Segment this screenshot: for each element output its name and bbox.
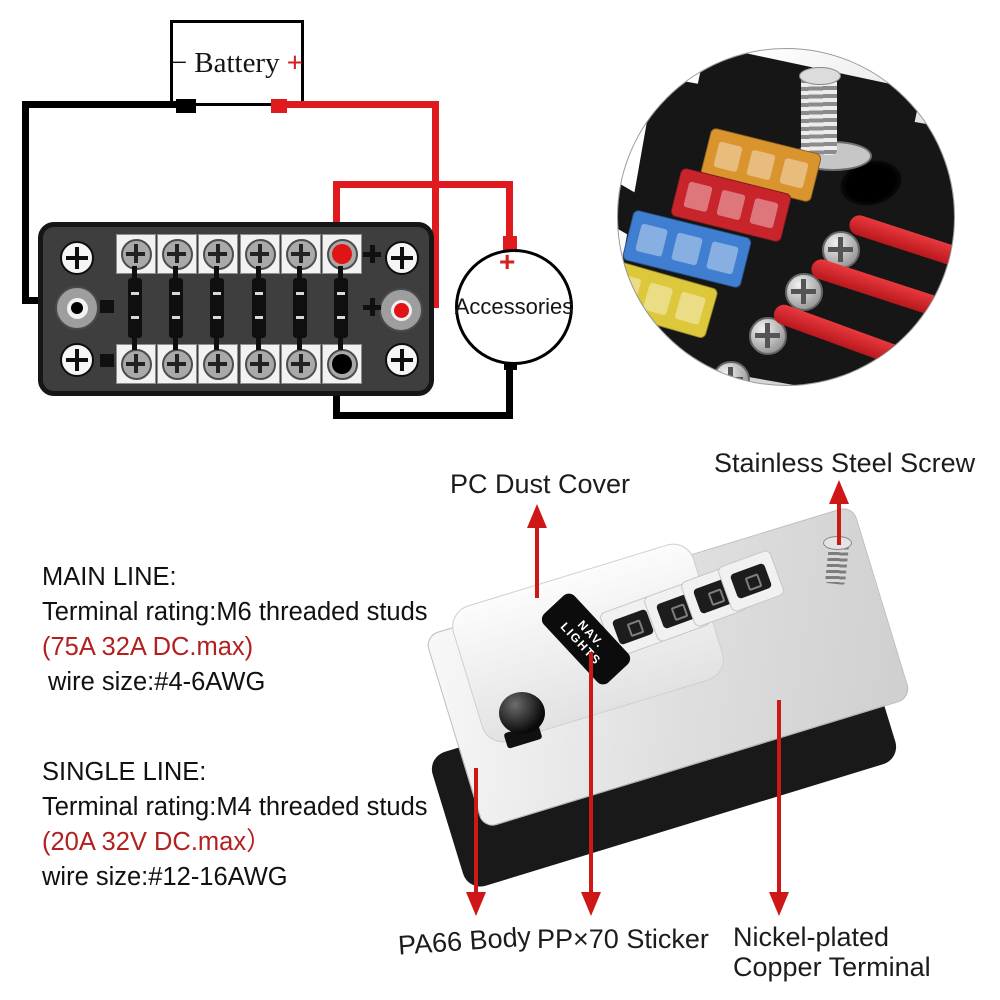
load-terminal	[281, 344, 321, 384]
mount-screw-icon	[60, 343, 94, 377]
arrow-pa66	[466, 892, 486, 916]
blade-fuse-icon	[169, 278, 183, 338]
terminal-key	[100, 354, 114, 367]
negative-wire-top	[22, 101, 190, 108]
blade-fuse-icon	[128, 278, 142, 338]
blade-fuse-icon	[293, 278, 307, 338]
positive-wire-to-accessories	[506, 181, 513, 238]
positive-wire-top	[280, 101, 439, 108]
return-wire-bottom	[333, 412, 513, 419]
return-wire-accessories	[506, 367, 513, 419]
fuse-blade	[338, 266, 343, 281]
battery-label: Battery	[194, 46, 280, 79]
positive-wire-branch	[333, 181, 513, 188]
fuse-blade	[132, 335, 137, 350]
mount-screw-icon	[385, 241, 419, 275]
blade-fuse-icon	[334, 278, 348, 338]
arrow-nickel-line	[777, 700, 781, 896]
label-nickel-terminal: Nickel-plated Copper Terminal	[733, 922, 931, 982]
arrow-pp70	[581, 892, 601, 916]
mount-screw-icon	[60, 241, 94, 275]
load-terminal	[157, 344, 197, 384]
label-pp70-sticker: PP×70 Sticker	[537, 924, 709, 954]
main-line-max: (75A 32A DC.max)	[42, 633, 254, 661]
main-line-rating: Terminal rating:M6 threaded studs	[42, 598, 428, 626]
blade-fuse-icon	[252, 278, 266, 338]
single-line-rating: Terminal rating:M4 threaded studs	[42, 793, 428, 821]
single-line-title: SINGLE LINE:	[42, 758, 207, 786]
fuse-blade	[173, 266, 178, 281]
label-stainless-steel-screw: Stainless Steel Screw	[714, 448, 976, 478]
main-positive-stud	[379, 288, 423, 332]
battery-plus-sign: +	[286, 46, 304, 79]
arrow-pp70-line	[589, 652, 593, 896]
blade-fuse-icon	[210, 278, 224, 338]
label-nickel-line2: Copper Terminal	[733, 952, 931, 982]
main-line-specs: MAIN LINE: Terminal rating:M6 threaded s…	[42, 560, 428, 700]
positive-wire-to-terminal	[333, 181, 340, 245]
fuse-blade	[297, 335, 302, 350]
main-line-wire-size: wire size:#4-6AWG	[48, 668, 266, 696]
terminal-screw-icon	[285, 238, 317, 270]
main-line-title: MAIN LINE:	[42, 563, 177, 591]
fuse-blade	[173, 335, 178, 350]
fuse-top	[729, 562, 773, 600]
arrow-nickel	[769, 892, 789, 916]
terminal-screw-icon	[244, 238, 276, 270]
arrow-pa66-line	[474, 768, 478, 896]
single-line-specs: SINGLE LINE: Terminal rating:M4 threaded…	[42, 755, 428, 895]
fuse-block-illustration	[38, 222, 434, 396]
fuse-blade	[256, 335, 261, 350]
mount-screw-icon	[385, 343, 419, 377]
fuse-blade	[214, 335, 219, 350]
load-terminal	[116, 344, 156, 384]
terminal-key	[100, 300, 114, 313]
stud-top	[799, 67, 841, 85]
label-pc-dust-cover: PC Dust Cover	[450, 469, 631, 499]
arrow-stainless-screw	[829, 480, 849, 504]
threaded-stud	[801, 75, 837, 155]
positive-feed-point	[326, 238, 358, 270]
fuse-blade	[132, 266, 137, 281]
cover-knob	[499, 692, 545, 734]
terminal-screw-icon	[202, 238, 234, 270]
terminal-screw-icon	[285, 348, 317, 380]
terminal-screw-icon	[120, 238, 152, 270]
single-line-max: (20A 32V DC.max）	[42, 828, 272, 856]
load-terminal	[240, 344, 280, 384]
terminal-screw-icon	[785, 273, 823, 311]
load-terminal	[322, 234, 362, 274]
battery-minus-sign: −	[170, 46, 188, 79]
label-nickel-line1: Nickel-plated	[733, 922, 890, 952]
fuse-blade	[256, 266, 261, 281]
closeup-photo-inset	[617, 48, 955, 386]
accessories-plus-sign: +	[499, 246, 516, 277]
polarity-mark	[363, 245, 381, 263]
load-terminal	[198, 344, 238, 384]
load-terminal	[322, 344, 362, 384]
main-negative-stud	[55, 286, 99, 330]
fuse-blade	[297, 266, 302, 281]
accessories-circle: Accessories	[455, 249, 573, 365]
accessories-label: Accessories	[454, 294, 574, 319]
fuse-blade	[214, 266, 219, 281]
label-pa66-body: PA66 Body	[397, 921, 532, 961]
accessories-positive-tab	[503, 236, 517, 251]
arrow-pc-dust-cover	[527, 504, 547, 528]
negative-return-point	[326, 348, 358, 380]
fuse-blade	[338, 335, 343, 350]
terminal-screw-icon	[120, 348, 152, 380]
single-line-wire-size: wire size:#12-16AWG	[42, 863, 288, 891]
arrow-stainless-screw-line	[837, 500, 841, 545]
arrow-pc-dust-cover-line	[535, 524, 539, 598]
terminal-screw-icon	[161, 348, 193, 380]
polarity-mark	[363, 298, 381, 316]
negative-wire-left	[22, 101, 29, 304]
battery-box: − Battery +	[170, 20, 304, 106]
terminal-screw-icon	[161, 238, 193, 270]
terminal-screw-icon	[202, 348, 234, 380]
terminal-screw-icon	[712, 361, 750, 385]
terminal-screw-icon	[244, 348, 276, 380]
positive-wire-drop	[432, 101, 439, 308]
